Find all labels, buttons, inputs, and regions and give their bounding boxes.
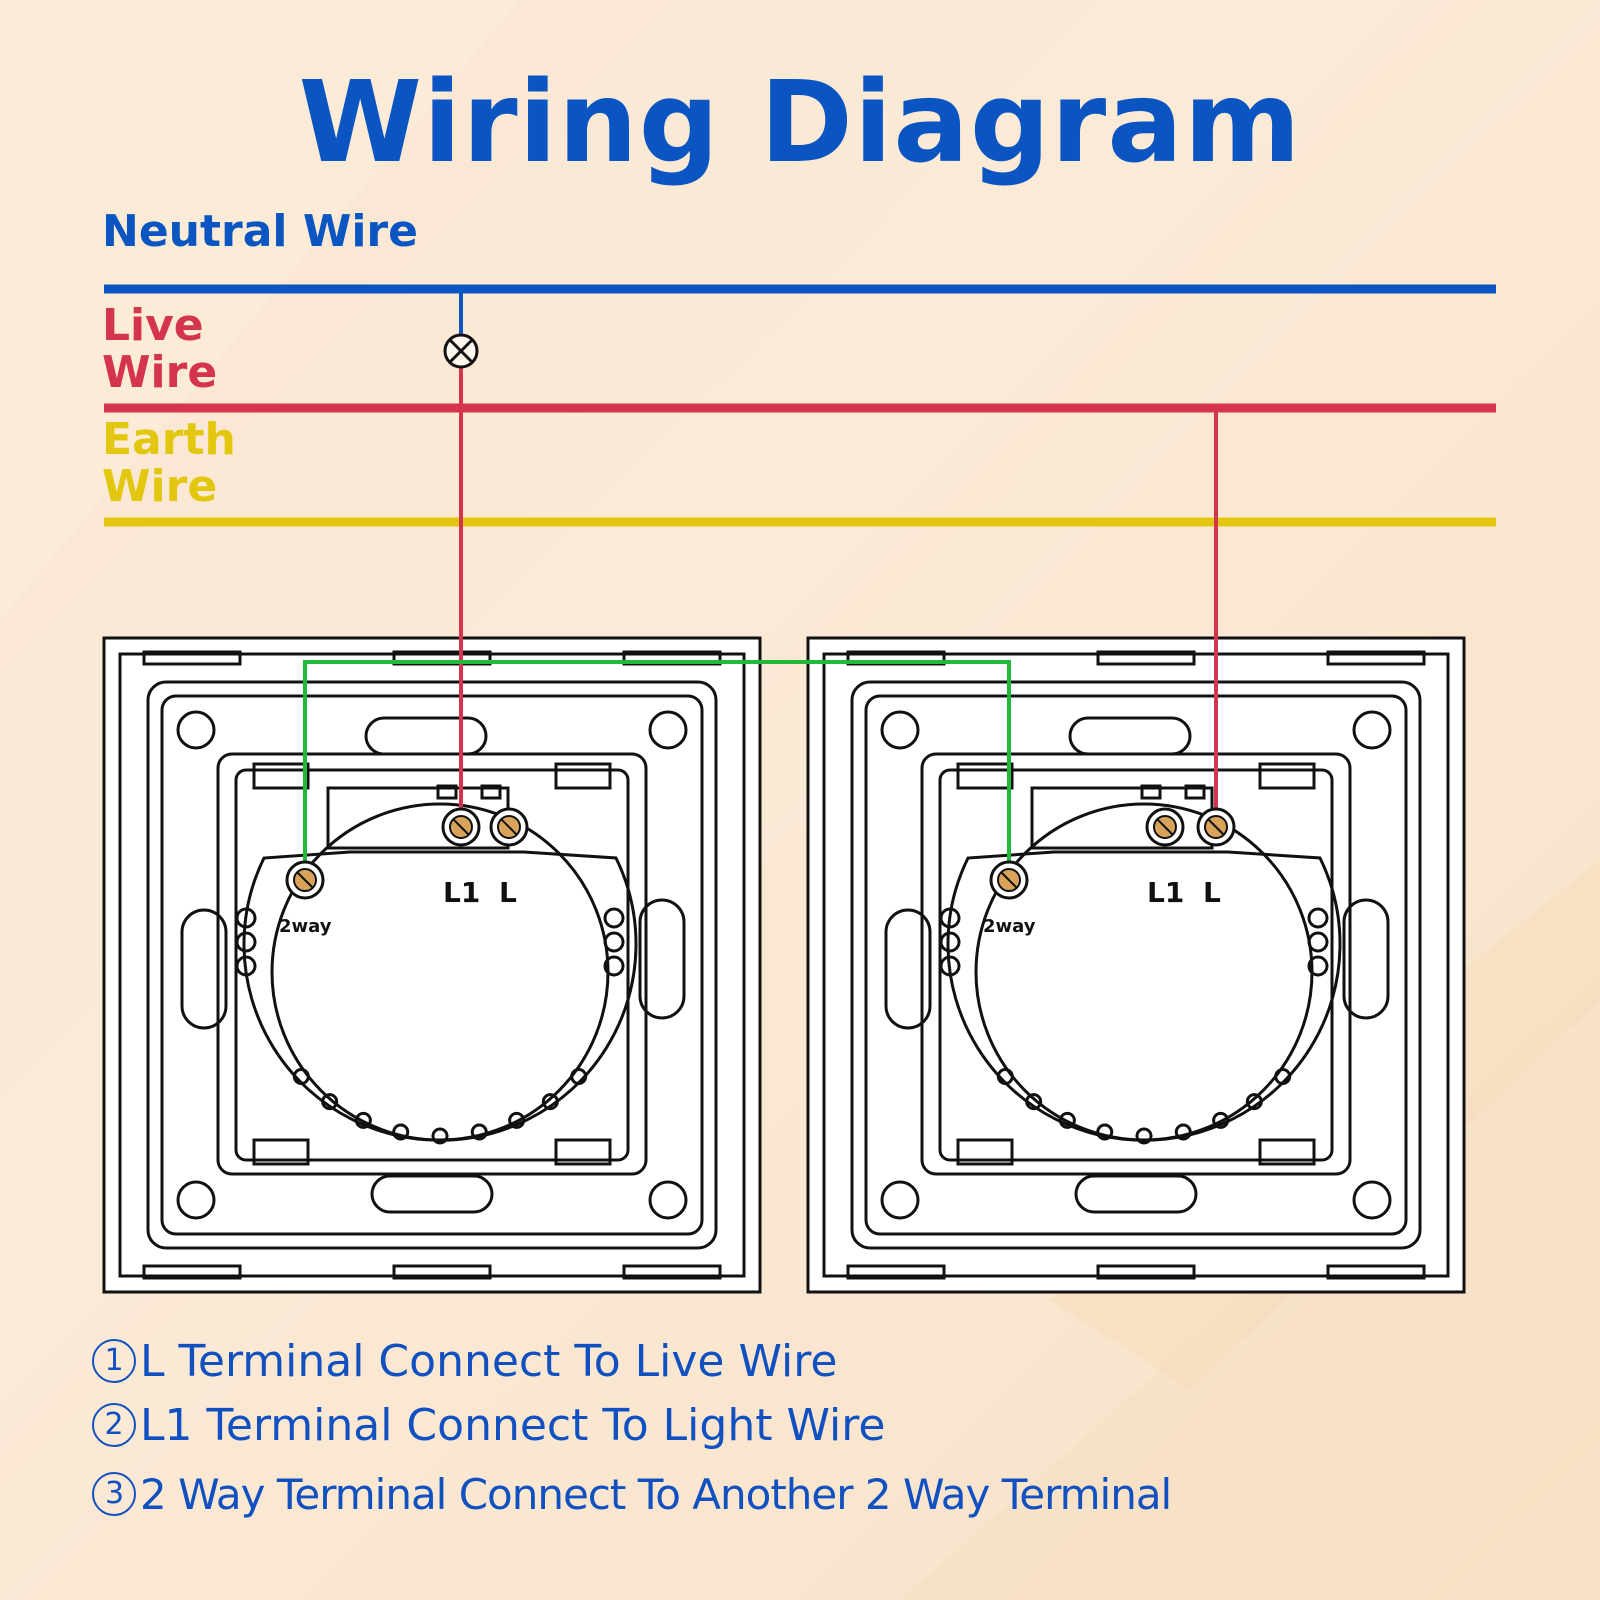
switch1-l-label: L (499, 876, 517, 909)
traveler-wire (303, 660, 1011, 880)
screw-terminals (285, 807, 1236, 900)
switch2-l-label: L (1203, 876, 1221, 909)
screw-terminal-icon (989, 860, 1029, 900)
note-2-number: 2 (92, 1403, 136, 1447)
screw-terminal-icon (1196, 807, 1236, 847)
earth-wire-label: Earth Wire (102, 414, 236, 512)
switch2-l1-label: L1 (1147, 876, 1184, 909)
switch-plate-1 (102, 636, 762, 1294)
live-wire-label: Live Wire (102, 300, 218, 398)
note-2-text: L1 Terminal Connect To Light Wire (140, 1400, 886, 1451)
switch2-2way-label: 2way (983, 916, 1036, 937)
neutral-wire-label: Neutral Wire (102, 206, 418, 257)
screw-terminal-icon (285, 860, 325, 900)
screw-terminal-icon (441, 807, 481, 847)
switch-plates (102, 636, 1466, 1294)
page-title: Wiring Diagram (298, 58, 1302, 188)
note-1-number: 1 (92, 1339, 136, 1383)
switch1-l1-label: L1 (443, 876, 480, 909)
note-3-number: 3 (92, 1472, 136, 1516)
note-3-text: 2 Way Terminal Connect To Another 2 Way … (140, 1470, 1172, 1519)
switch1-2way-label: 2way (279, 916, 332, 937)
switch-plate-2 (806, 636, 1466, 1294)
screw-terminal-icon (489, 807, 529, 847)
screw-terminal-icon (1145, 807, 1185, 847)
note-1-text: L Terminal Connect To Live Wire (140, 1336, 838, 1387)
lamp-symbol-icon (443, 333, 479, 369)
